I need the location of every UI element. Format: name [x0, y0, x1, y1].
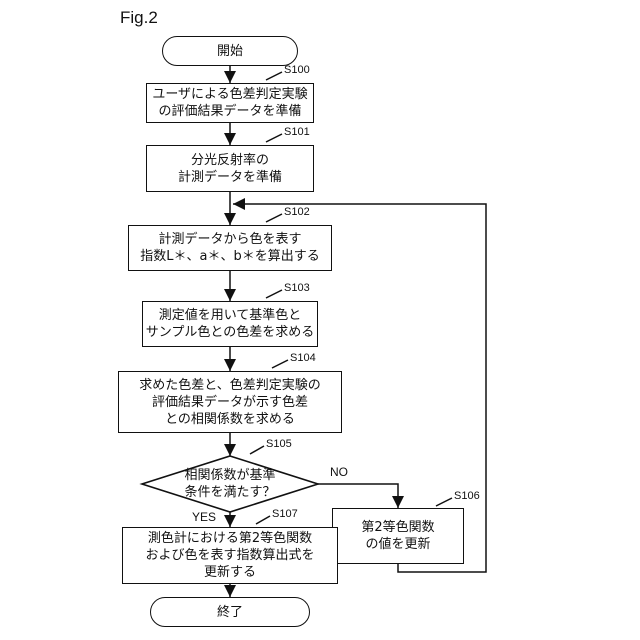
step-id-s101: S101: [284, 126, 310, 138]
s104-line-3: との相関係数を求める: [165, 411, 295, 428]
s103-line-1: 測定値を用いて基準色と: [159, 307, 302, 324]
s101-line-1: 分光反射率の: [191, 152, 269, 169]
end-terminal: 終了: [150, 597, 310, 627]
start-label: 開始: [217, 43, 243, 60]
process-s101: 分光反射率の 計測データを準備: [146, 145, 314, 192]
step-id-s103: S103: [284, 282, 310, 294]
process-s107: 測色計における第2等色関数 および色を表す指数算出式を 更新する: [122, 527, 338, 584]
end-label: 終了: [217, 604, 243, 621]
s103-line-2: サンプル色との色差を求める: [146, 324, 314, 341]
process-s102: 計測データから色を表す 指数L＊、a＊、b＊を算出する: [128, 225, 332, 271]
s107-line-3: 更新する: [204, 564, 256, 581]
s105-line-2: 条件を満たす？: [170, 484, 290, 501]
step-id-s106: S106: [454, 490, 480, 502]
process-s104: 求めた色差と、色差判定実験の 評価結果データが示す色差 との相関係数を求める: [118, 371, 342, 433]
step-id-s105: S105: [266, 438, 292, 450]
step-id-s100: S100: [284, 64, 310, 76]
step-id-s102: S102: [284, 206, 310, 218]
branch-no-label: NO: [330, 465, 348, 479]
process-s100: ユーザによる色差判定実験 の評価結果データを準備: [146, 83, 314, 123]
figure-label: Fig.2: [120, 8, 158, 28]
start-terminal: 開始: [162, 36, 298, 66]
s102-line-2: 指数L＊、a＊、b＊を算出する: [140, 248, 319, 265]
branch-yes-label: YES: [192, 510, 216, 524]
s107-line-2: および色を表す指数算出式を: [145, 547, 314, 564]
decision-s105-text: 相関係数が基準 条件を満たす？: [170, 467, 290, 501]
step-id-s107: S107: [272, 508, 298, 520]
s100-line-2: の評価結果データを準備: [158, 103, 301, 120]
process-s106: 第2等色関数 の値を更新: [332, 508, 464, 564]
arrow-s105-s106: [318, 484, 398, 508]
s101-line-2: 計測データを準備: [178, 169, 282, 186]
s107-line-1: 測色計における第2等色関数: [148, 530, 312, 547]
s102-line-1: 計測データから色を表す: [158, 231, 301, 248]
s104-line-1: 求めた色差と、色差判定実験の: [139, 377, 320, 394]
process-s103: 測定値を用いて基準色と サンプル色との色差を求める: [142, 301, 318, 347]
s106-line-1: 第2等色関数: [361, 519, 434, 536]
s106-line-2: の値を更新: [365, 536, 430, 553]
s100-line-1: ユーザによる色差判定実験: [152, 86, 307, 103]
s105-line-1: 相関係数が基準: [170, 467, 290, 484]
step-id-s104: S104: [290, 352, 316, 364]
s104-line-2: 評価結果データが示す色差: [152, 394, 308, 411]
